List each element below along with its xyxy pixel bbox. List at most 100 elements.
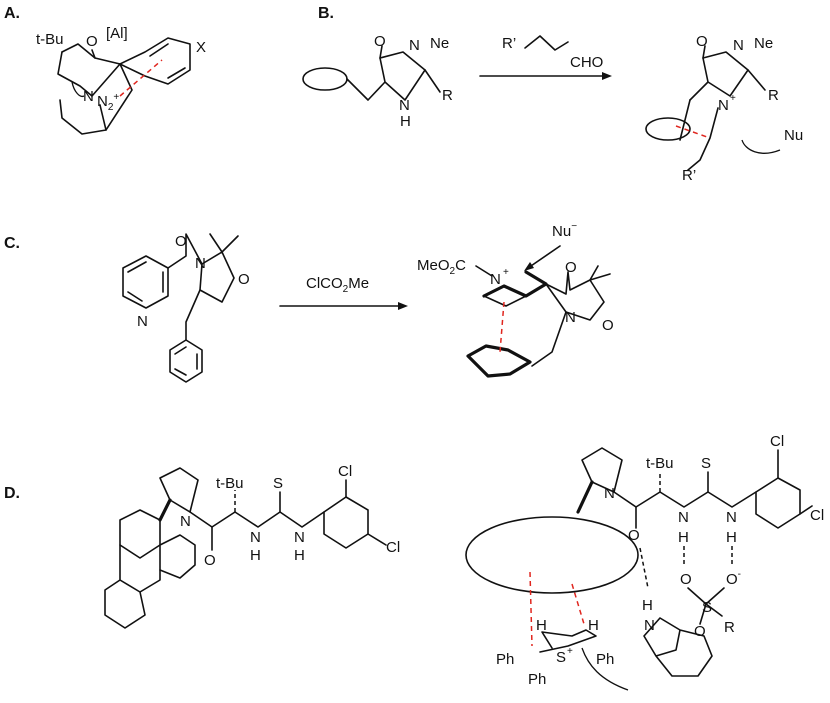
panel-d-label: D. [4,485,20,502]
d-right-nh2-n: N [726,509,737,526]
d-right-ph-3: Ph [596,651,614,668]
d-right-pyrrolidine-ring [581,447,623,493]
d-right-wedge-bond [576,480,594,514]
d-right-sulfonate-o1: O [680,571,692,588]
d-left-carbonyl-o: O [204,552,216,569]
d-right-indole-n: N [644,617,655,634]
d-right-sulfonate-o3: O [694,623,706,640]
d-right-cl-bonds [777,449,813,515]
b-left-oxygen: O [374,33,386,50]
c-right-carbamate-bond [475,265,493,277]
d-right-ph-1: Ph [496,651,514,668]
panel-b: B. O N Ne N H R R’ CHO O N Ne N + R R’ N… [302,5,803,184]
b-right-oxygen: O [696,33,708,50]
c-left-amide-bond [167,233,203,269]
a-aryl-double [149,43,169,57]
a-ring-bond [57,51,93,97]
d-right-tbu: t-Bu [646,455,674,472]
d-right-carbonyl-o: O [628,527,640,544]
b-left-r: R [442,87,453,104]
b-right-r-prime: R’ [682,167,696,184]
c-arrowhead [398,302,408,310]
d-left-nh1-h: H [250,547,261,564]
b-reagent-cho: CHO [570,54,603,71]
c-right-o-ring: O [602,317,614,334]
c-left-carbonyl-o: O [175,233,187,250]
d-left-backbone [189,511,325,528]
d-left-phen-ring-2 [159,534,196,579]
d-left-tbu: t-Bu [216,475,244,492]
b-reagent-bond [524,35,569,51]
c-nu-arrow-line [527,245,561,269]
a-aryl-ring [119,37,191,85]
d-left-nh2-n: N [294,529,305,546]
b-left-n-top: N [409,37,420,54]
c-right-plus: + [503,267,509,278]
c-left-pyridine-double [127,261,164,302]
d-right-indole-ring [643,617,713,677]
b-left-ring-bond [346,51,426,101]
a-o-bond [91,49,96,59]
d-left-pyrrolidine-ring [159,467,199,513]
c-left-pyridine-n: N [137,313,148,330]
b-right-shield-ellipse [645,117,691,141]
d-left-n-pyr: N [180,513,191,530]
c-right-phenyl-ring [466,344,532,378]
c-right-gem-dimethyl [589,265,611,281]
d-right-ylide-s: S [556,649,566,666]
c-right-meo2c: MeO2C [417,257,466,277]
a-aluminum-label: [Al] [106,25,128,42]
b-right-ring-bond [689,51,749,101]
b-right-nu: Nu [784,127,803,144]
d-right-hbond-indole [639,547,649,589]
d-right-ylide-h2: H [588,617,599,634]
d-right-sulfonate-s: S [702,599,712,616]
d-left-aryl-ring [323,496,369,549]
c-right-benzyl-bond [531,311,567,367]
panel-d: D. N O t-Bu S N H N H Cl Cl [4,433,824,691]
b-left-nh-n: N [399,97,410,114]
d-right-ph-2: Ph [528,671,546,688]
d-left-cl-1: Cl [338,463,352,480]
d-right-nh1-n: N [678,509,689,526]
d-left-cl-2: Cl [386,539,400,556]
b-right-n-plus: N [718,97,729,114]
d-right-ylide-plus: + [567,646,573,657]
d-right-s: S [701,455,711,472]
a-diazonium-label: N2+ [97,92,119,113]
d-left-phen-ring-3 [104,544,161,629]
d-right-aryl-ring [755,477,801,529]
a-x-substituent: X [196,39,206,56]
d-right-sulfonate-bonds [687,587,725,625]
d-right-cl-2: Cl [810,507,824,524]
a-nitrogen-label: N [83,88,94,105]
c-left-benzyl-bond [185,289,201,341]
b-right-ne: Ne [754,35,773,52]
d-right-sulfonate-r: R [724,619,735,636]
d-left-wedge-bond [158,498,172,522]
b-left-ne: Ne [430,35,449,52]
d-right-n-pyr: N [604,485,615,502]
a-interaction-dash [119,59,163,97]
c-right-pyridinium-back [483,295,527,307]
c-left-pyridine-ring [122,255,169,309]
d-right-attack-arrow [581,647,629,691]
d-right-ch-pi-dash [571,583,585,625]
d-left-phen-ring-1 [119,509,161,559]
c-left-gem-dimethyl [209,233,239,253]
panel-c-label: C. [4,235,20,252]
c-left-o-ring: O [238,271,250,288]
d-right-ylide-h1: H [536,617,547,634]
b-left-nh-h: H [400,113,411,130]
d-right-backbone [613,491,757,508]
b-right-r: R [768,87,779,104]
c-nu-arrowhead [524,262,534,271]
b-right-n-top: N [733,37,744,54]
b-left-r-bond [424,69,441,93]
d-right-nh1-h: H [678,529,689,546]
d-left-s: S [273,475,283,492]
c-right-n-ring: N [565,309,576,326]
b-reagent-r-prime: R’ [502,35,516,52]
